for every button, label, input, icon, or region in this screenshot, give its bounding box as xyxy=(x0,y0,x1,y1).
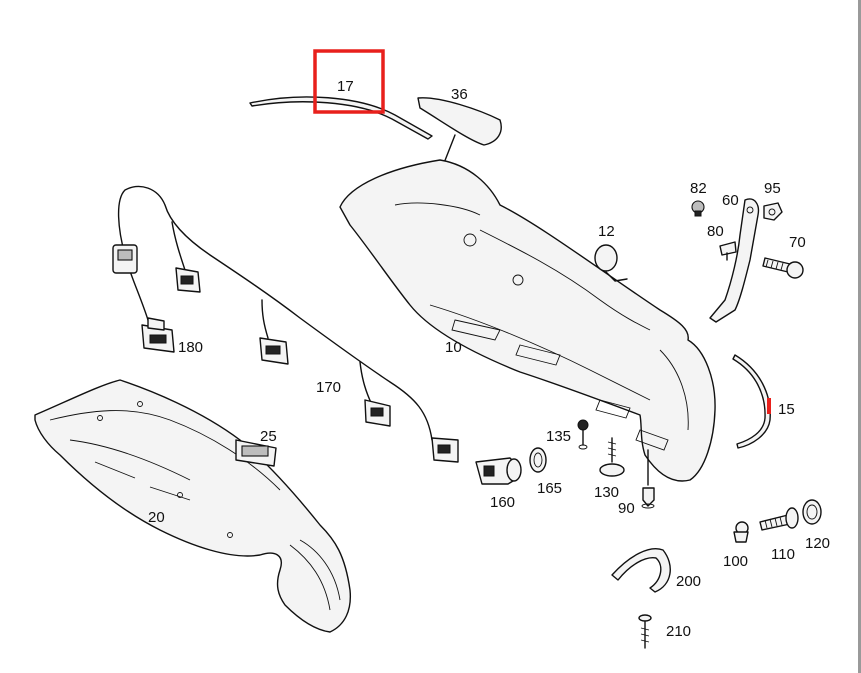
label-17: 17 xyxy=(337,78,354,95)
part-160-sensor[interactable] xyxy=(475,457,522,485)
label-200: 200 xyxy=(676,573,701,590)
part-95-nut[interactable] xyxy=(763,202,783,221)
label-100: 100 xyxy=(723,553,748,570)
part-15-trim-strip[interactable] xyxy=(732,354,771,449)
label-120: 120 xyxy=(805,535,830,552)
part-36-spoiler[interactable] xyxy=(417,97,502,164)
label-135: 135 xyxy=(546,428,571,445)
part-135-screw[interactable] xyxy=(577,419,589,450)
label-165: 165 xyxy=(537,480,562,497)
part-180-connector[interactable] xyxy=(141,317,175,353)
label-95: 95 xyxy=(764,180,781,197)
label-25: 25 xyxy=(260,428,277,445)
label-180: 180 xyxy=(178,339,203,356)
part-90-clip[interactable] xyxy=(641,487,655,509)
highlight-box xyxy=(313,49,385,114)
label-160: 160 xyxy=(490,494,515,511)
part-70-screw[interactable] xyxy=(762,257,804,279)
part-82-clip[interactable] xyxy=(691,200,705,217)
part-60-bracket[interactable] xyxy=(709,198,760,323)
part-20-diffuser[interactable] xyxy=(34,379,352,633)
label-36: 36 xyxy=(451,86,468,103)
label-110: 110 xyxy=(771,546,795,563)
label-210: 210 xyxy=(666,623,691,640)
part-17-trim-strip[interactable] xyxy=(249,96,433,140)
right-border xyxy=(858,0,861,673)
label-12: 12 xyxy=(598,223,615,240)
label-10: 10 xyxy=(445,339,462,356)
part-25-clip[interactable] xyxy=(235,439,277,467)
part-130-bolt[interactable] xyxy=(599,437,625,477)
label-90: 90 xyxy=(618,500,635,517)
part-12-cap[interactable] xyxy=(594,244,628,282)
label-130: 130 xyxy=(594,484,619,501)
part-165-ring[interactable] xyxy=(529,447,547,473)
part-170-wiring-harness[interactable] xyxy=(112,185,459,463)
part-10-bumper-cover[interactable] xyxy=(339,159,716,486)
part-210-screw[interactable] xyxy=(638,614,652,649)
part-120-ring[interactable] xyxy=(802,499,822,525)
label-170: 170 xyxy=(316,379,341,396)
label-70: 70 xyxy=(789,234,806,251)
label-15: 15 xyxy=(778,401,795,418)
part-100-clip[interactable] xyxy=(733,521,749,543)
label-60: 60 xyxy=(722,192,739,209)
label-82: 82 xyxy=(690,180,707,197)
label-20: 20 xyxy=(148,509,165,526)
part-80-clip[interactable] xyxy=(719,241,737,261)
part-200-bracket[interactable] xyxy=(611,548,671,593)
part-110-screw[interactable] xyxy=(759,507,799,531)
label-80: 80 xyxy=(707,223,724,240)
